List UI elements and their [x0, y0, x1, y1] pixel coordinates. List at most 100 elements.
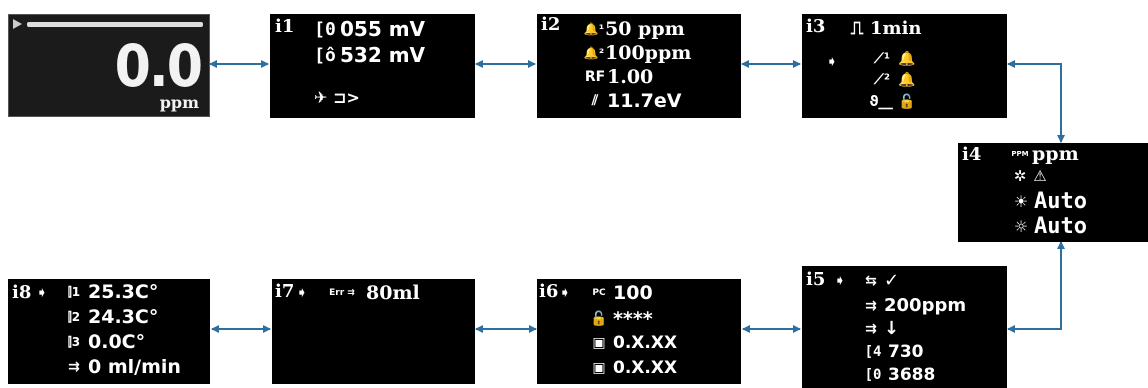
link-i3-i4 — [1007, 60, 1065, 143]
screen-label: i4 — [962, 144, 982, 165]
thermometer-2-icon: ⫿2 — [67, 309, 81, 324]
unit-row: PPM ppm — [1008, 143, 1079, 165]
lock-row: ϑ⎽ 🔓 — [866, 94, 918, 110]
setpoint2-row: ⟋² 🔔 — [868, 72, 918, 88]
screen-main: 0.0 ppm — [8, 14, 210, 117]
pc-value: 100 — [613, 282, 653, 304]
cal-check-value: ✓ — [884, 270, 900, 291]
firmware1-value: 0.X.XX — [613, 333, 678, 353]
calibration-icon: ⇆ — [865, 272, 877, 289]
top-bar — [27, 22, 203, 27]
flow-rate-value: 0 ml/min — [88, 356, 181, 378]
bell-1-icon: 🔔 — [898, 51, 916, 67]
span-row: [ô 532 mV — [310, 43, 425, 67]
alarm1-value: 50 ppm — [605, 18, 685, 40]
wrench-lamp-icon: ✈ ⊐> — [314, 88, 360, 107]
zero-row: [0 055 mV — [310, 17, 425, 41]
pulse-icon: ⎍ — [850, 18, 864, 39]
bell-2-icon: 🔔² — [583, 46, 605, 60]
backlight-value: Auto — [1034, 189, 1087, 214]
temp2-row: ⫿2 24.3C° — [60, 306, 158, 328]
flow-err-row: ⇉ ↓ — [858, 318, 899, 339]
temp2-value: 24.3C° — [88, 306, 159, 328]
screen-i7: i7 ➧ Err ⇉ 80ml — [272, 279, 475, 384]
alarm2-value: 100ppm — [605, 42, 692, 64]
bell-1-icon: 🔔¹ — [583, 22, 605, 36]
backlight-icon: ☀ — [1013, 192, 1029, 211]
buzzer-row: ☼ Auto — [1008, 214, 1087, 239]
selector-arrow-icon: ➧ — [559, 285, 571, 301]
flow-error-icon: ⇉ — [865, 320, 877, 337]
span-gas-row: ⇉ 200ppm — [858, 295, 966, 316]
flow-limit-value: 80ml — [366, 282, 420, 304]
alarm-light-icon: ✲ — [1013, 167, 1027, 185]
screen-i4: i4 PPM ppm ✲ ⚠ ☀ Auto ☼ Auto — [958, 143, 1148, 242]
chip-icon: ▣ — [592, 360, 606, 376]
buzzer-icon: ☼ — [1013, 217, 1029, 236]
alarm1-row: 🔔¹ 50 ppm — [583, 18, 685, 40]
screen-i3: i3 ⎍ 1min ➧ ⟋¹ 🔔 ⟋² 🔔 ϑ⎽ 🔓 — [802, 14, 1007, 118]
service-row: ✈ ⊐> — [314, 88, 360, 107]
screen-label: i1 — [275, 16, 295, 37]
link-i4-i5 — [1007, 241, 1065, 333]
screen-label: i3 — [806, 16, 826, 37]
lamp-energy-value: 11.7eV — [607, 90, 682, 112]
ramp-2-icon: ⟋² — [874, 72, 890, 88]
cal4-row: [4 730 — [858, 342, 924, 362]
span-gas-value: 200ppm — [884, 295, 967, 316]
play-icon — [13, 19, 22, 29]
screen-i6: i6 ➧ PC 100 🔓 **** ▣ 0.X.XX ▣ 0.X.XX — [537, 279, 741, 384]
interval-value: 1min — [870, 18, 922, 39]
screen-i2: i2 🔔¹ 50 ppm 🔔² 100ppm RF 1.00 ⫽ 11.7eV — [537, 14, 741, 118]
selector-arrow-icon: ➧ — [36, 285, 48, 301]
flow-limit-row: Err ⇉ 80ml — [318, 282, 420, 304]
selector-arrow-icon: ➧ — [826, 54, 838, 70]
cal-check-row: ⇆ ✓ — [858, 270, 899, 291]
bracket-zero-icon: [0 — [314, 18, 336, 40]
buzzer-value: Auto — [1034, 214, 1087, 239]
rf-row: RF 1.00 — [583, 66, 653, 88]
chip-icon: ▣ — [592, 335, 606, 351]
rf-icon: RF — [584, 69, 606, 85]
password-value: **** — [613, 308, 653, 330]
interval-row: ⎍ 1min — [844, 18, 922, 39]
lamp-row: ⫽ 11.7eV — [583, 90, 682, 112]
firmware1-row: ▣ 0.X.XX — [585, 333, 677, 353]
screen-i8: i8 ➧ ⫿1 25.3C° ⫿2 24.3C° ⫿3 0.0C° ⇉ 0 ml… — [8, 279, 210, 384]
alarm-triangle-icon: ⚠ — [1033, 167, 1047, 185]
temp1-value: 25.3C° — [88, 281, 159, 303]
pc-row: PC 100 — [585, 282, 653, 304]
selector-arrow-icon: ➧ — [834, 273, 846, 289]
flow-error-icon: Err ⇉ — [329, 288, 355, 298]
thermometer-3-icon: ⫿3 — [67, 334, 81, 349]
screen-label: i7 — [275, 281, 295, 302]
unlock-icon: 🔓 — [590, 311, 608, 327]
flow-rate-row: ⇉ 0 ml/min — [60, 356, 181, 378]
password-row: 🔓 **** — [585, 308, 653, 330]
rf-value: 1.00 — [607, 66, 654, 88]
main-value: 0.0 — [114, 32, 203, 100]
temp3-row: ⫿3 0.0C° — [60, 331, 145, 353]
cal0-value: 3688 — [888, 365, 936, 385]
flow-err-value: ↓ — [884, 318, 900, 339]
main-unit: ppm — [159, 93, 199, 112]
flow-icon: ⇉ — [68, 359, 80, 375]
screen-label: i6 — [539, 281, 559, 302]
screen-i5: i5 ➧ ⇆ ✓ ⇉ 200ppm ⇉ ↓ [4 730 [0 3688 — [802, 266, 1007, 388]
thermometer-1-icon: ⫿1 — [67, 284, 81, 299]
alarm2-row: 🔔² 100ppm — [583, 42, 691, 64]
span-gas-icon: ⇉ — [865, 297, 877, 314]
bracket-4-icon: [4 — [864, 344, 882, 360]
unlock-icon: 🔓 — [898, 94, 916, 110]
temp3-value: 0.0C° — [88, 331, 146, 353]
firmware2-row: ▣ 0.X.XX — [585, 358, 677, 378]
screen-label: i5 — [806, 269, 826, 290]
unit-value: ppm — [1032, 143, 1079, 165]
cal4-value: 730 — [888, 342, 924, 362]
firmware2-value: 0.X.XX — [613, 358, 678, 378]
pc-icon: PC — [592, 288, 606, 298]
screen-i1: i1 [0 055 mV [ô 532 mV ✈ ⊐> — [270, 14, 475, 118]
bell-2-icon: 🔔 — [898, 72, 916, 88]
zero-mv-value: 055 mV — [340, 17, 426, 41]
